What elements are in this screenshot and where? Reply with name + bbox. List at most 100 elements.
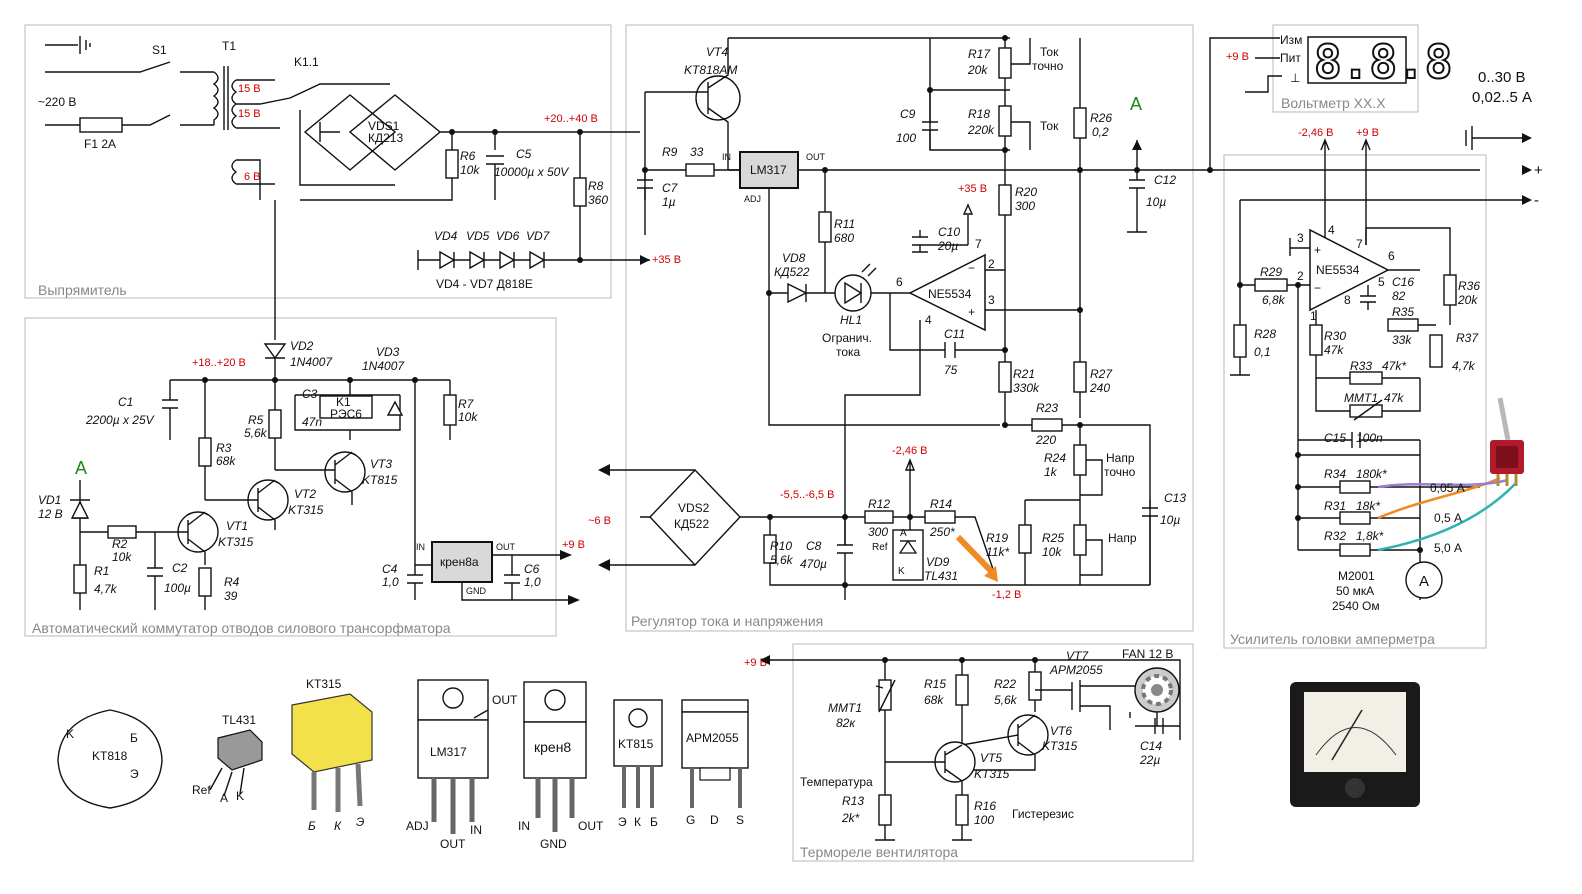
c6-val: 1,0 bbox=[524, 575, 541, 589]
vd9-k: K bbox=[898, 566, 905, 577]
ammeter-circuit: -2,46 В +9 В NE5534 + − 3 4 7 6 2 1 8 5 … bbox=[1230, 127, 1524, 613]
kt815-e: Э bbox=[618, 815, 627, 829]
r2-label: R2 bbox=[112, 537, 128, 551]
meter-m1: M2001 bbox=[1338, 569, 1375, 583]
reg-pin2: 2 bbox=[988, 257, 995, 271]
vt7-val: APM2055 bbox=[1049, 663, 1103, 677]
rectifier-title: Выпрямитель bbox=[38, 282, 127, 298]
vm-pit: Пит bbox=[1280, 51, 1301, 65]
r19-label: R19 bbox=[986, 531, 1008, 545]
comm-v9: +9 В bbox=[562, 539, 585, 551]
r29-label: R29 bbox=[1260, 265, 1282, 279]
kt818-b: Б bbox=[130, 731, 138, 745]
r10-label: R10 bbox=[770, 539, 792, 553]
vd9-a: A bbox=[900, 528, 907, 539]
tap15a: 15 В bbox=[238, 83, 261, 95]
mains-label: ~220 В bbox=[38, 95, 76, 109]
vm-izm: Изм bbox=[1280, 33, 1302, 47]
tok-label: Ток bbox=[1040, 119, 1059, 133]
k1-val: РЭС6 bbox=[330, 407, 362, 421]
vt1-label: VT1 bbox=[226, 519, 248, 533]
r28-val: 0,1 bbox=[1254, 345, 1271, 359]
lm-in: IN bbox=[722, 152, 731, 162]
kt315-e: Э bbox=[356, 815, 364, 829]
vd5-label: VD5 bbox=[466, 229, 490, 243]
am-pin3: 3 bbox=[1297, 231, 1304, 245]
k11-label: K1.1 bbox=[294, 55, 319, 69]
lm317-label: LM317 bbox=[750, 163, 787, 177]
tl-ref: Ref bbox=[192, 783, 211, 797]
regulator-title: Регулятор тока и напряжения bbox=[631, 613, 823, 629]
fan-section bbox=[792, 643, 1194, 862]
r24-label: R24 bbox=[1044, 451, 1066, 465]
reg-plus: + bbox=[968, 305, 975, 319]
vd-all-label: VD4 - VD7 Д818Е bbox=[436, 277, 533, 291]
fan-temp: Температура bbox=[800, 775, 873, 789]
r4-val: 39 bbox=[224, 589, 238, 603]
r20-val: 300 bbox=[1015, 199, 1035, 213]
r13-val: 2k* bbox=[841, 811, 860, 825]
r22-val: 5,6k bbox=[994, 693, 1018, 707]
vt6-val: KT315 bbox=[1042, 739, 1078, 753]
vd4-label: VD4 bbox=[434, 229, 458, 243]
reg-pin4: 4 bbox=[925, 313, 932, 327]
pinouts: KT818 K Б Э TL431 Ref A K KT315 Б К Э LM… bbox=[57, 677, 749, 851]
r16-label: R16 bbox=[974, 799, 996, 813]
vds2-val: КД522 bbox=[674, 517, 709, 531]
vd3-label: VD3 bbox=[376, 345, 400, 359]
vt3-label: VT3 bbox=[370, 457, 392, 471]
vt4-label: VT4 bbox=[706, 45, 728, 59]
r31-label: R31 bbox=[1324, 499, 1346, 513]
vt2-label: VT2 bbox=[294, 487, 316, 501]
kt818-e: Э bbox=[130, 767, 139, 781]
c9-val: 100 bbox=[896, 131, 916, 145]
apm-d: D bbox=[710, 813, 719, 827]
am-pin2: 2 bbox=[1297, 269, 1304, 283]
v2040-label: +20..+40 В bbox=[544, 113, 598, 125]
kren8-label: крен8 bbox=[534, 739, 571, 755]
lm317-pin-label: LM317 bbox=[430, 745, 467, 759]
fan-title: Термореле вентилятора bbox=[800, 844, 958, 860]
commutator-title: Автоматический коммутатор отводов силово… bbox=[32, 620, 451, 636]
vm-v9: +9 В bbox=[1226, 51, 1249, 63]
r28-label: R28 bbox=[1254, 327, 1276, 341]
r9-val: 33 bbox=[690, 145, 704, 159]
tl431-label: TL431 bbox=[222, 713, 256, 727]
vd7-label: VD7 bbox=[526, 229, 551, 243]
r31-val: 18k* bbox=[1356, 499, 1380, 513]
reg-v246: -2,46 В bbox=[892, 445, 927, 457]
v35-label: +35 В bbox=[652, 254, 681, 266]
kren-gnd-pin: GND bbox=[540, 837, 567, 851]
r6-val: 10k bbox=[460, 163, 480, 177]
r2-val: 10k bbox=[112, 550, 132, 564]
vds2-label: VDS2 bbox=[678, 501, 710, 515]
r1-val: 4,7k bbox=[94, 582, 118, 596]
napr-t1: Напр bbox=[1106, 451, 1135, 465]
kren-label: крен8а bbox=[440, 555, 479, 569]
ammeter-photo bbox=[1290, 682, 1420, 807]
scale-5: 5,0 А bbox=[1434, 541, 1462, 555]
am-pin8: 8 bbox=[1344, 293, 1351, 307]
mmt-val: 47k bbox=[1384, 391, 1404, 405]
r15-val: 68k bbox=[924, 693, 944, 707]
r10-val: 5,6k bbox=[770, 553, 794, 567]
r17-val: 20k bbox=[967, 63, 988, 77]
r13-label: R13 bbox=[842, 794, 864, 808]
r24-val: 1k bbox=[1044, 465, 1058, 479]
reg-v35: +35 В bbox=[958, 183, 987, 195]
c8-label: C8 bbox=[806, 539, 822, 553]
r37-label: R37 bbox=[1456, 331, 1479, 345]
scale-05: 0,5 А bbox=[1434, 511, 1462, 525]
c14-label: C14 bbox=[1140, 739, 1162, 753]
kt315-label: KT315 bbox=[306, 677, 342, 691]
r5-val: 5,6k bbox=[244, 426, 268, 440]
f1-label: F1 2A bbox=[84, 137, 116, 151]
kd213-label: КД213 bbox=[368, 131, 403, 145]
lm317-out-tab: OUT bbox=[492, 693, 518, 707]
kt315-b: Б bbox=[308, 819, 316, 833]
apm-g: G bbox=[686, 813, 695, 827]
r12-label: R12 bbox=[868, 497, 890, 511]
r26-label: R26 bbox=[1090, 111, 1112, 125]
r15-label: R15 bbox=[924, 677, 946, 691]
r14-val: 250* bbox=[929, 525, 955, 539]
